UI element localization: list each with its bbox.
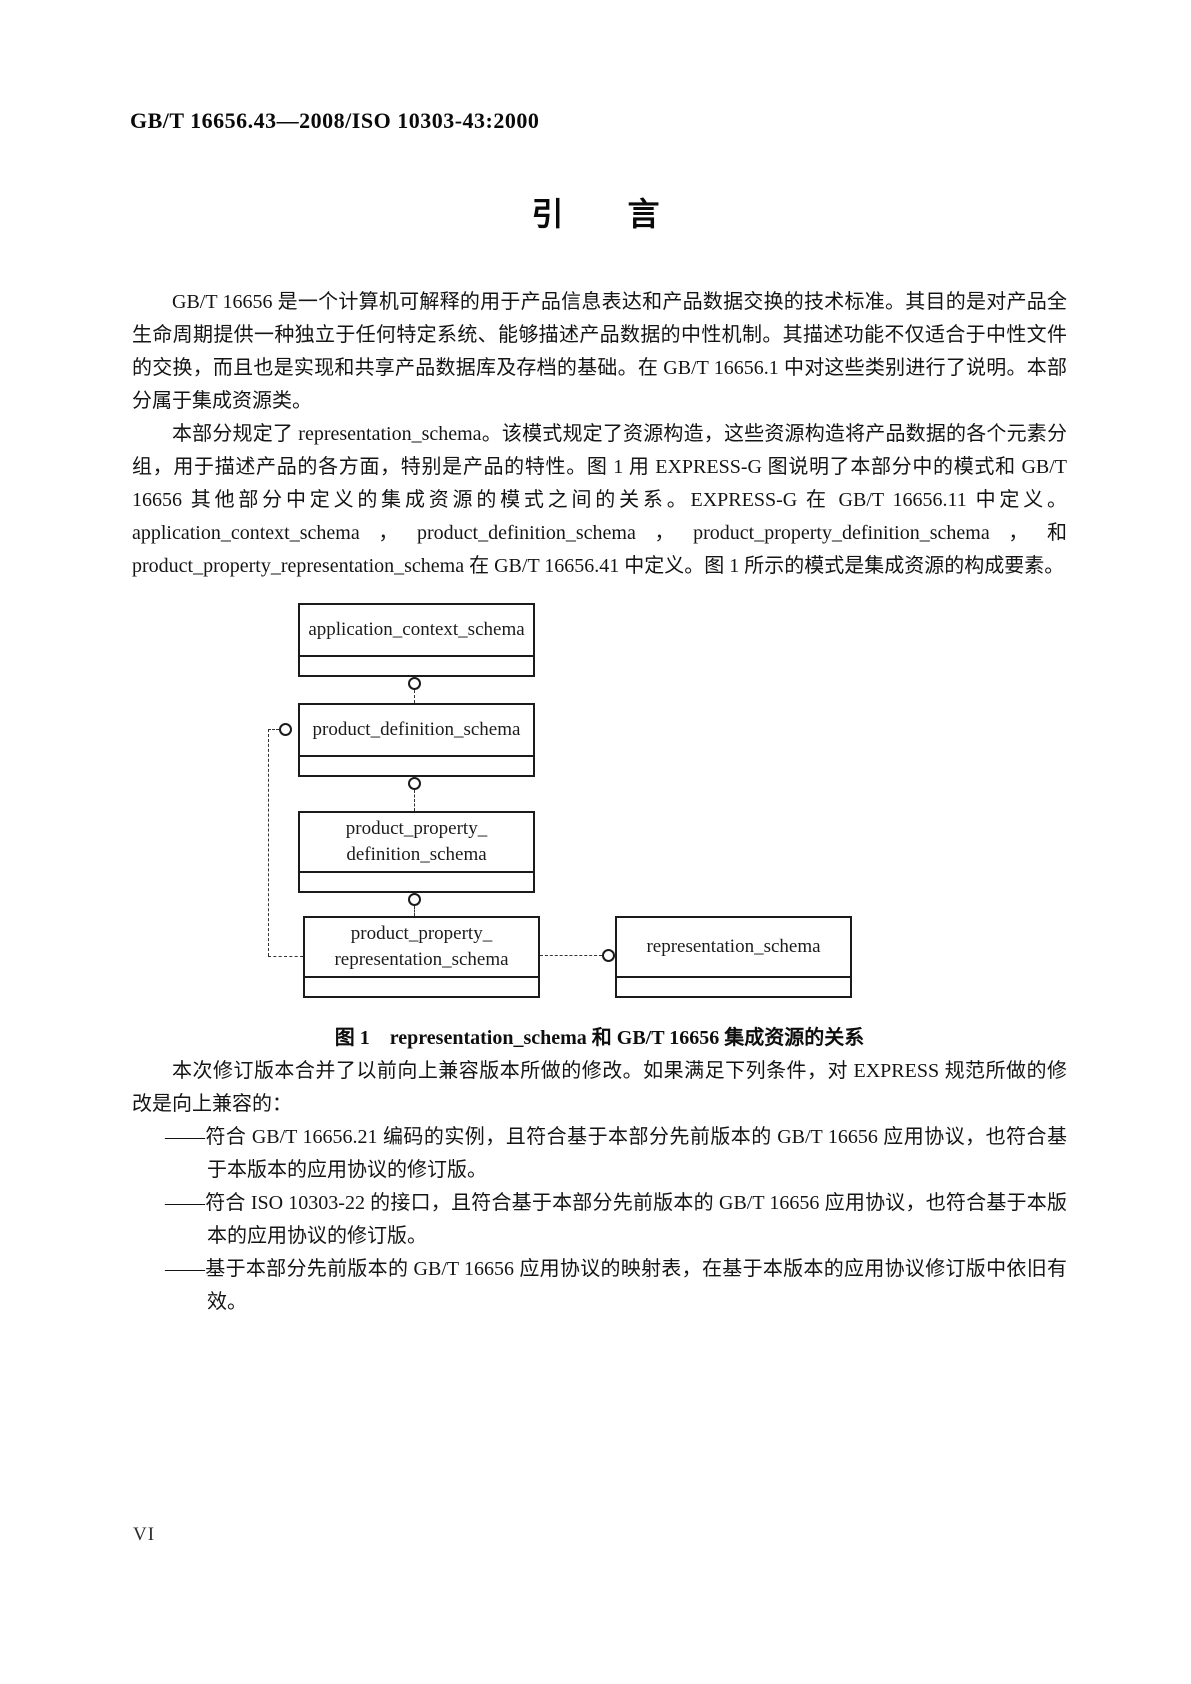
schema-box-label: product_property_: [345, 818, 488, 839]
paragraph-revision: 本次修订版本合并了以前向上兼容版本所做的修改。如果满足下列条件，对 EXPRES…: [132, 1060, 1067, 1115]
dashed-connector: [540, 955, 602, 956]
reference-circle-icon: [408, 893, 421, 906]
schema-box-label: definition_schema: [346, 844, 487, 865]
schema-box-strip: [617, 978, 850, 996]
schema-box-product-property-representation: product_property_ representation_schema: [303, 916, 540, 998]
reference-circle-icon: [408, 777, 421, 790]
dashed-connector: [268, 729, 279, 730]
schema-box-label: application_context_schema: [308, 619, 525, 640]
figure-caption: 图 1 representation_schema 和 GB/T 16656 集…: [334, 1027, 865, 1049]
schema-box-label: representation_schema: [646, 936, 821, 957]
schema-box-product-property-definition: product_property_ definition_schema: [298, 811, 535, 893]
dashed-connector: [268, 729, 269, 956]
standard-number-header: GB/T 16656.43—2008/ISO 10303-43:2000: [130, 108, 540, 133]
dashed-connector: [268, 956, 303, 957]
paragraph-scope: 本部分规定了 representation_schema。该模式规定了资源构造，…: [132, 423, 1067, 577]
dashed-connector: [414, 690, 415, 703]
bullet-item: ——符合 GB/T 16656.21 编码的实例，且符合基于本部分先前版本的 G…: [165, 1126, 1067, 1181]
schema-box-representation: representation_schema: [615, 916, 852, 998]
schema-box-application-context: application_context_schema: [298, 603, 535, 677]
bullet-item: ——符合 ISO 10303-22 的接口，且符合基于本部分先前版本的 GB/T…: [165, 1192, 1067, 1247]
schema-box-strip: [300, 757, 533, 775]
schema-box-strip: [305, 978, 538, 996]
reference-circle-icon: [279, 723, 292, 736]
bullet-item: ——基于本部分先前版本的 GB/T 16656 应用协议的映射表，在基于本版本的…: [165, 1258, 1067, 1313]
schema-box-label: product_property_: [350, 923, 493, 944]
express-g-schema-diagram: application_context_schema product_defin…: [260, 599, 900, 1001]
page-title: 引 言: [531, 196, 660, 232]
dashed-connector: [414, 906, 415, 916]
schema-box-strip: [300, 873, 533, 891]
page-number: VI: [133, 1524, 156, 1545]
schema-box-product-definition: product_definition_schema: [298, 703, 535, 777]
schema-box-label: representation_schema: [334, 949, 509, 970]
reference-circle-icon: [408, 677, 421, 690]
schema-box-label: product_definition_schema: [312, 719, 521, 740]
schema-box-strip: [300, 657, 533, 675]
body-column: GB/T 16656 是一个计算机可解释的用于产品信息表达和产品数据交换的技术标…: [132, 286, 1067, 1319]
paragraph-intro: GB/T 16656 是一个计算机可解释的用于产品信息表达和产品数据交换的技术标…: [132, 291, 1067, 412]
reference-circle-icon: [602, 949, 615, 962]
dashed-connector: [414, 790, 415, 811]
